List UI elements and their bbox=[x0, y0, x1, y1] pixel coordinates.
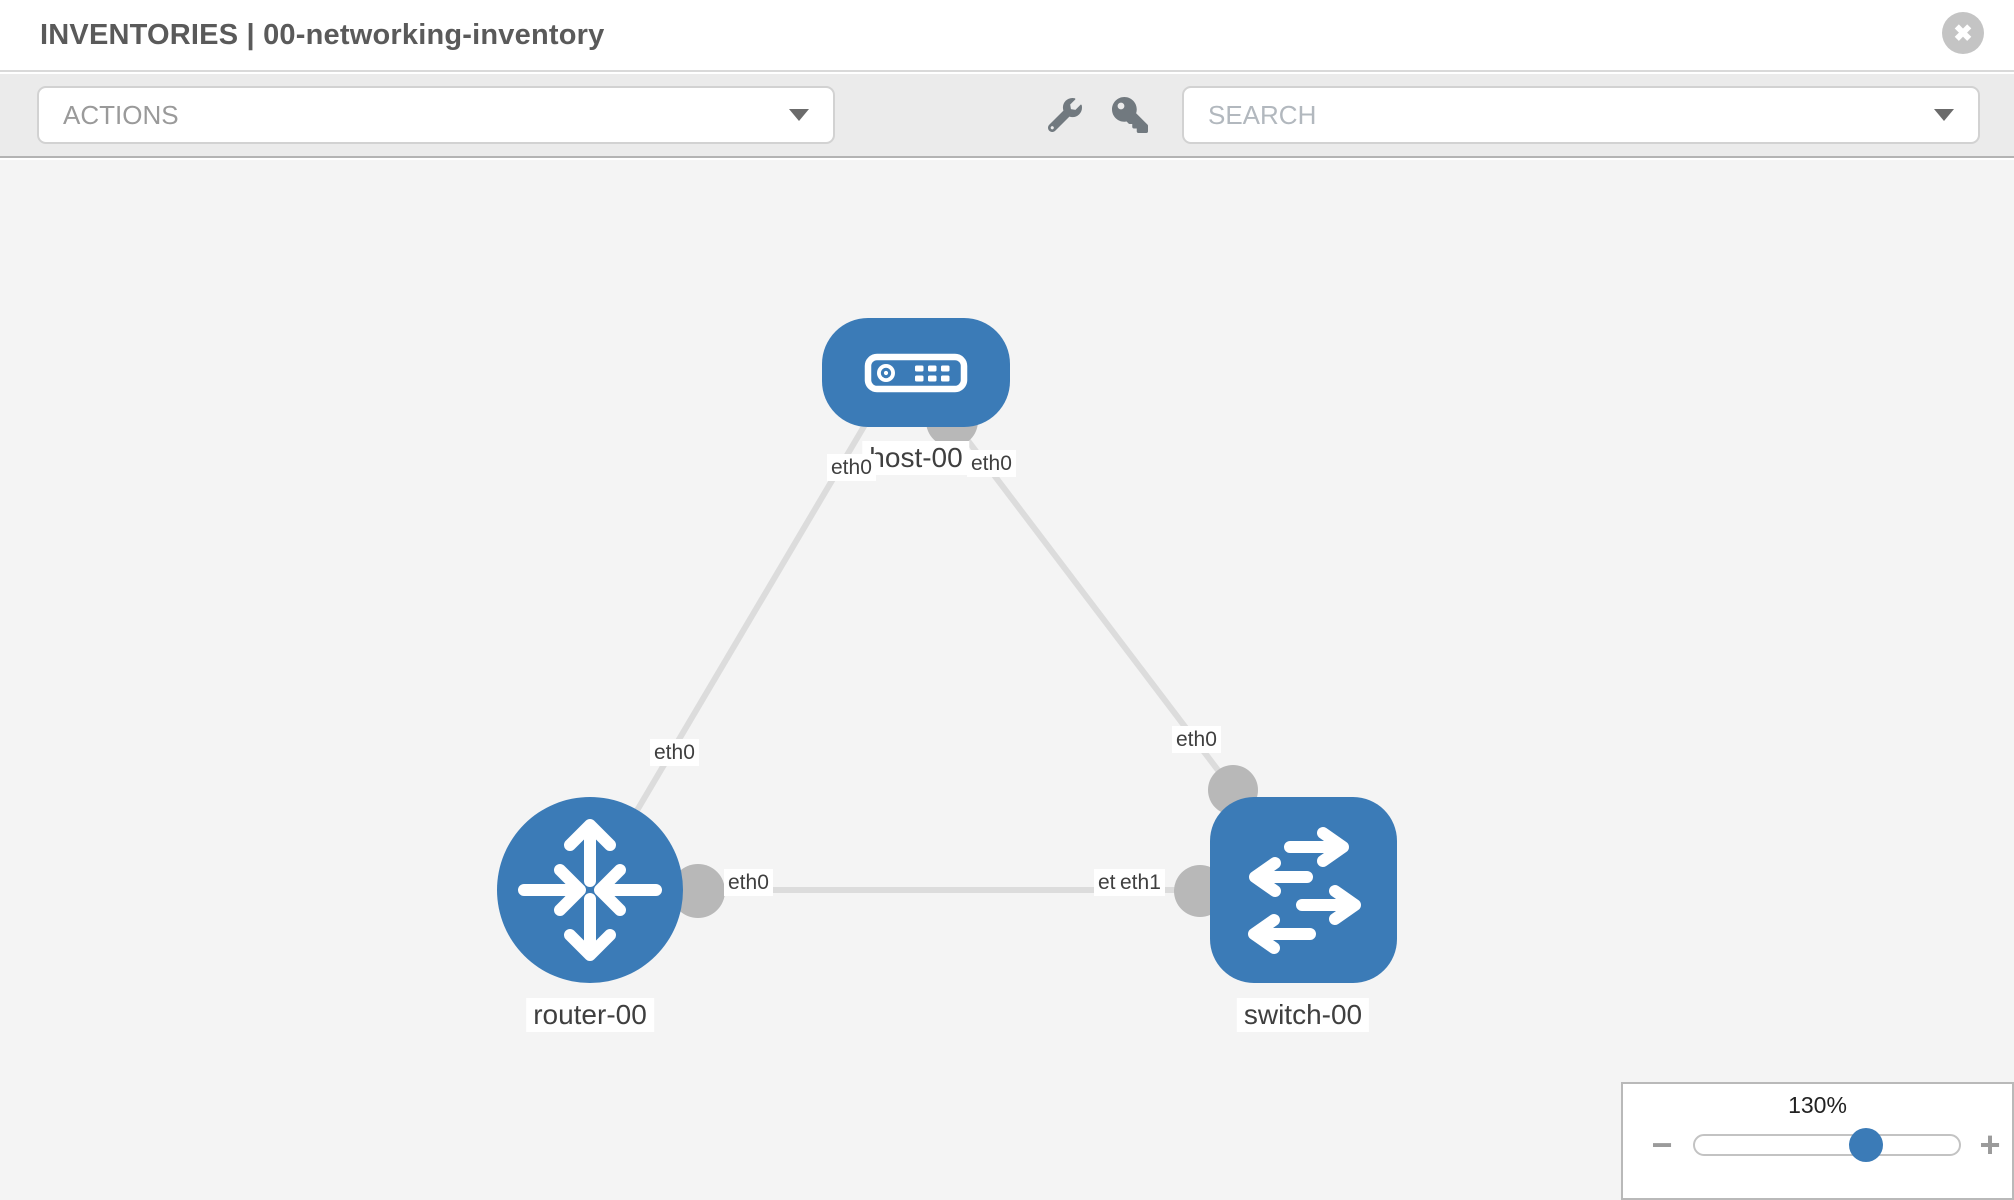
interface-label-host-left: eth0 bbox=[827, 454, 876, 481]
actions-dropdown[interactable]: ACTIONS bbox=[37, 86, 835, 144]
header: INVENTORIES | 00-networking-inventory ✖ bbox=[0, 0, 2014, 72]
interface-label-router-right: eth0 bbox=[724, 869, 773, 896]
zoom-slider-knob[interactable] bbox=[1849, 1128, 1883, 1162]
zoom-in-button[interactable]: + bbox=[1979, 1124, 2001, 1165]
toolbar: ACTIONS SEARCH bbox=[0, 74, 2014, 158]
key-icon[interactable] bbox=[1112, 97, 1148, 133]
node-switch-00[interactable] bbox=[1210, 797, 1397, 983]
interface-label-host-right: eth0 bbox=[967, 450, 1016, 477]
interface-label-router-top: eth0 bbox=[650, 739, 699, 766]
node-router-00[interactable] bbox=[497, 797, 683, 983]
chevron-down-icon bbox=[789, 109, 809, 121]
node-label-host-00: host-00 bbox=[862, 441, 970, 475]
zoom-percent-value: 130% bbox=[1788, 1092, 1847, 1118]
page-title: INVENTORIES | 00-networking-inventory bbox=[40, 18, 605, 51]
node-label-router-00: router-00 bbox=[526, 998, 654, 1032]
actions-dropdown-label: ACTIONS bbox=[63, 99, 179, 130]
interface-circle-router-eth0[interactable] bbox=[671, 864, 725, 918]
node-label-switch-00: switch-00 bbox=[1236, 998, 1370, 1032]
interface-label-switch-left-eth1: eth1 bbox=[1116, 869, 1165, 896]
search-placeholder: SEARCH bbox=[1208, 99, 1317, 130]
zoom-out-button[interactable]: − bbox=[1651, 1124, 1673, 1165]
node-host-00[interactable] bbox=[822, 318, 1010, 427]
interface-label-switch-top: eth0 bbox=[1172, 726, 1221, 753]
zoom-slider-row: − + bbox=[1623, 1124, 2012, 1165]
switch-arrows-icon bbox=[1248, 827, 1361, 954]
search-dropdown[interactable]: SEARCH bbox=[1182, 86, 1980, 144]
zoom-slider-track[interactable] bbox=[1693, 1128, 1961, 1162]
zoom-control-panel: 130% − + bbox=[1621, 1082, 2014, 1200]
topology-canvas[interactable]: host-00 router-00 switch-00 eth0 eth0 et… bbox=[0, 160, 2014, 1200]
server-icon bbox=[864, 353, 968, 392]
wrench-icon[interactable] bbox=[1048, 98, 1082, 132]
chevron-down-icon bbox=[1934, 109, 1954, 121]
router-arrows-icon bbox=[518, 819, 662, 961]
topology-links-layer bbox=[587, 395, 1302, 918]
close-icon[interactable]: ✖ bbox=[1942, 12, 1984, 54]
